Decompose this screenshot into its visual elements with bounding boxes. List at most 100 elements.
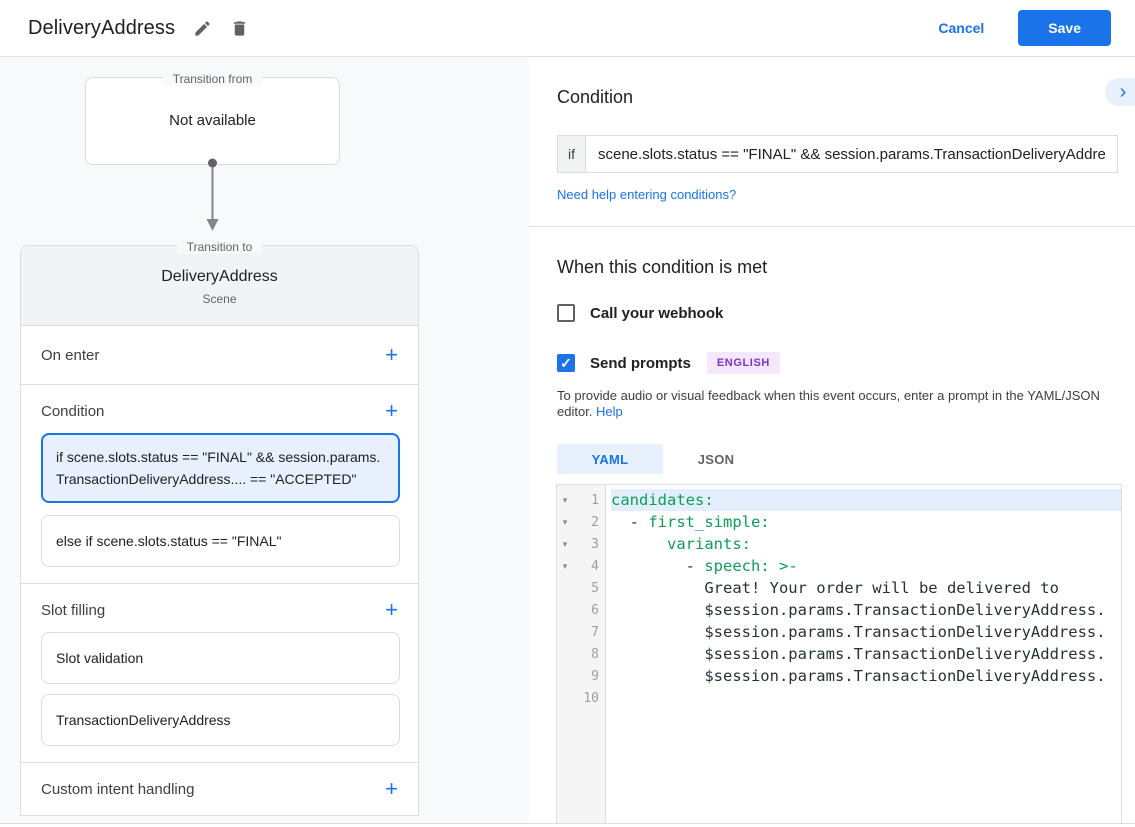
send-prompts-row: ✓ Send prompts ENGLISH	[557, 352, 1135, 374]
gutter-row: 7	[557, 621, 605, 643]
webhook-row: Call your webhook	[557, 304, 1135, 322]
yaml-code-editor[interactable]: ▾1 ▾2 ▾3 ▾4 5 6 7 8 9 10 candidates: - f…	[556, 484, 1122, 827]
fold-arrow-icon[interactable]: ▾	[562, 538, 568, 549]
line-number: 2	[591, 514, 599, 530]
transition-from-label-wrap: Transition from	[86, 70, 339, 88]
fold-arrow-icon[interactable]: ▾	[562, 560, 568, 571]
line-number: 1	[591, 492, 599, 508]
gutter-row: ▾4	[557, 555, 605, 577]
line-number: 3	[591, 536, 599, 552]
transition-to-label: Transition to	[176, 240, 263, 254]
custom-intent-label: Custom intent handling	[41, 780, 195, 798]
condition-card[interactable]: else if scene.slots.status == "FINAL"	[41, 515, 400, 567]
scene-card-header: Transition to DeliveryAddress Scene	[21, 240, 418, 326]
tab-json[interactable]: JSON	[663, 444, 769, 474]
gutter-row: ▾2	[557, 511, 605, 533]
tab-yaml[interactable]: YAML	[557, 444, 663, 474]
call-webhook-label: Call your webhook	[590, 304, 724, 322]
editor-gutter: ▾1 ▾2 ▾3 ▾4 5 6 7 8 9 10	[557, 485, 606, 827]
gutter-row: ▾3	[557, 533, 605, 555]
edit-title-button[interactable]	[189, 15, 216, 42]
code-line: candidates:	[611, 489, 1121, 511]
line-number: 8	[591, 646, 599, 662]
code-plain: -	[611, 513, 649, 531]
code-line: $session.params.TransactionDeliveryAddre…	[611, 599, 1121, 621]
page-title: DeliveryAddress	[28, 16, 176, 39]
code-text: $session.params.TransactionDeliveryAddre…	[611, 667, 1106, 685]
slot-filling-label: Slot filling	[41, 601, 106, 619]
flow-canvas: Transition from Not available Transition…	[0, 57, 529, 823]
condition-expression-input[interactable]	[586, 136, 1117, 172]
on-enter-label: On enter	[41, 346, 100, 364]
save-button[interactable]: Save	[1018, 10, 1111, 46]
transition-from-box[interactable]: Transition from Not available	[85, 72, 340, 165]
slot-card-transaction-delivery-address[interactable]: TransactionDeliveryAddress	[41, 694, 400, 746]
cancel-button[interactable]: Cancel	[922, 12, 1000, 44]
collapse-panel-button[interactable]: ›	[1105, 78, 1135, 106]
condition-detail-panel: › Condition if Need help entering condit…	[529, 57, 1135, 827]
when-condition-title: When this condition is met	[557, 257, 768, 277]
condition-section: Condition + if scene.slots.status == "FI…	[21, 384, 418, 583]
call-webhook-checkbox[interactable]	[557, 304, 575, 322]
gutter-row: 5	[557, 577, 605, 599]
add-on-enter-button[interactable]: +	[385, 342, 398, 367]
panel-divider	[529, 226, 1135, 227]
prompts-description-text: To provide audio or visual feedback when…	[557, 388, 1100, 419]
code-line: Great! Your order will be delivered to	[611, 577, 1121, 599]
add-condition-button[interactable]: +	[385, 398, 398, 423]
slot-filling-section: Slot filling + Slot validation Transacti…	[21, 583, 418, 762]
code-line: - speech: >-	[611, 555, 1121, 577]
code-line: $session.params.TransactionDeliveryAddre…	[611, 665, 1121, 687]
code-text: Great! Your order will be delivered to	[611, 579, 1059, 597]
line-number: 5	[591, 580, 599, 596]
code-text: $session.params.TransactionDeliveryAddre…	[611, 623, 1106, 641]
slot-card-validation[interactable]: Slot validation	[41, 632, 400, 684]
code-text: $session.params.TransactionDeliveryAddre…	[611, 645, 1106, 663]
chevron-right-icon: ›	[1119, 81, 1127, 103]
fold-arrow-icon[interactable]: ▾	[562, 494, 568, 505]
editor-code-area[interactable]: candidates: - first_simple: variants: - …	[606, 485, 1121, 827]
scene-name: DeliveryAddress	[161, 268, 278, 285]
send-prompts-label: Send prompts	[590, 354, 691, 372]
condition-section-label: Condition	[41, 402, 105, 420]
code-plain	[611, 535, 667, 553]
on-enter-section: On enter +	[21, 326, 418, 384]
condition-card-selected[interactable]: if scene.slots.status == "FINAL" && sess…	[41, 433, 400, 503]
code-key: first_simple:	[648, 513, 770, 531]
fold-arrow-icon[interactable]: ▾	[562, 516, 568, 527]
code-key: candidates:	[611, 491, 714, 509]
code-line: - first_simple:	[611, 511, 1121, 533]
transition-to-label-wrap: Transition to	[21, 238, 418, 256]
gutter-row: 6	[557, 599, 605, 621]
line-number: 9	[591, 668, 599, 684]
if-prefix: if	[558, 136, 586, 172]
add-custom-intent-button[interactable]: +	[385, 776, 398, 801]
delete-scene-button[interactable]	[226, 15, 253, 42]
code-line: variants:	[611, 533, 1121, 555]
line-number: 6	[591, 602, 599, 618]
code-key: speech: >-	[704, 557, 798, 575]
code-line	[611, 687, 1121, 709]
code-line: $session.params.TransactionDeliveryAddre…	[611, 621, 1121, 643]
help-link[interactable]: Help	[596, 404, 623, 419]
send-prompts-checkbox[interactable]: ✓	[557, 354, 575, 372]
transition-from-value: Not available	[169, 112, 256, 129]
trash-icon	[234, 20, 246, 36]
code-line: $session.params.TransactionDeliveryAddre…	[611, 643, 1121, 665]
transition-from-label: Transition from	[162, 72, 263, 86]
header: DeliveryAddress Cancel Save	[0, 0, 1135, 57]
gutter-row: 10	[557, 687, 605, 709]
editor-tabs: YAML JSON	[557, 444, 1135, 474]
line-number: 7	[591, 624, 599, 640]
transition-arrow	[206, 158, 219, 231]
custom-intent-section: Custom intent handling +	[21, 762, 418, 815]
condition-help-link[interactable]: Need help entering conditions?	[557, 187, 737, 202]
code-text: $session.params.TransactionDeliveryAddre…	[611, 601, 1106, 619]
code-plain: -	[611, 557, 705, 575]
line-number: 10	[583, 690, 599, 706]
pencil-icon	[195, 20, 210, 36]
line-number: 4	[591, 558, 599, 574]
condition-expression-row: if	[557, 135, 1118, 173]
add-slot-button[interactable]: +	[385, 597, 398, 622]
